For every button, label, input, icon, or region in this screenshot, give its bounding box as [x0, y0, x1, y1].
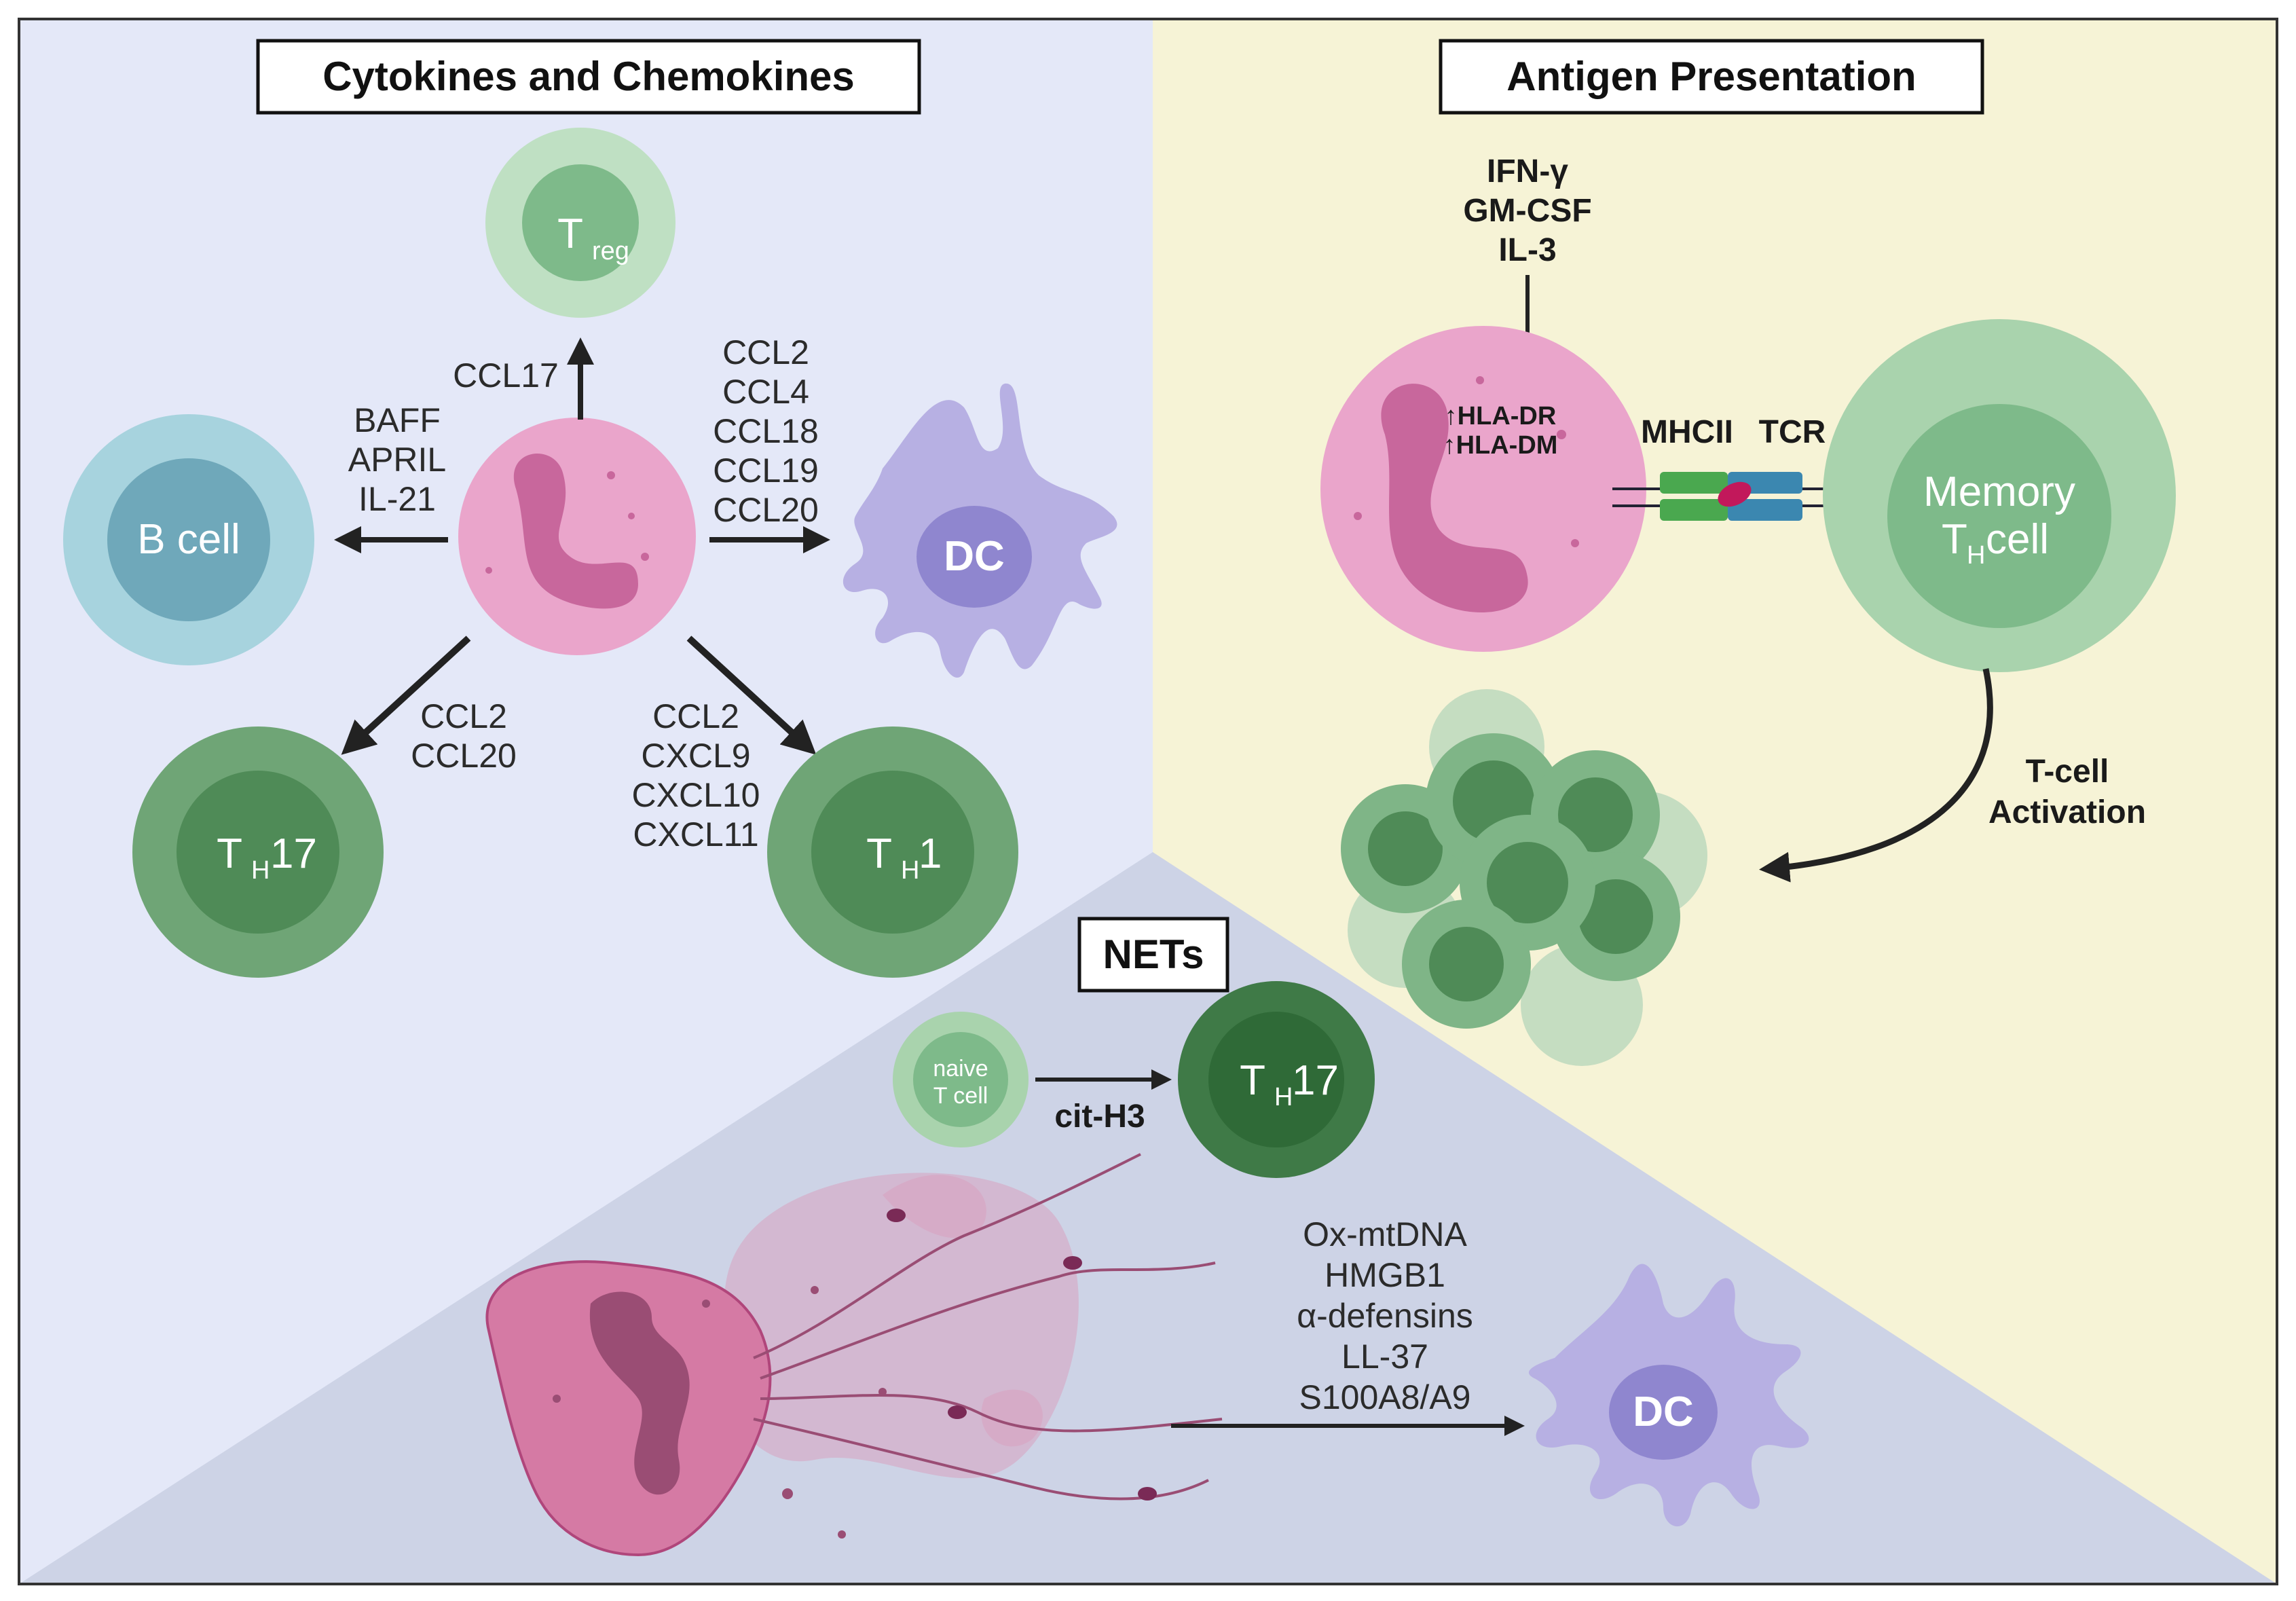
th17-nets-main: T: [1240, 1057, 1265, 1104]
activation-label-2: Activation: [1988, 794, 2146, 830]
mediator-ll37: LL-37: [1341, 1338, 1428, 1376]
netosis-neutrophil: [485, 1153, 1223, 1557]
memory-th-sub: H: [1967, 541, 1985, 570]
label-dc-ccl18: CCL18: [713, 412, 819, 450]
label-th1-cxcl9: CXCL9: [641, 737, 750, 775]
signal-il3: IL-3: [1498, 232, 1556, 268]
peptide: [1718, 481, 1752, 507]
treg-cell: T reg: [485, 128, 675, 318]
label-dc-ccl2: CCL2: [722, 333, 809, 371]
label-dc-signals: CCL2 CCL4 CCL18 CCL19 CCL20: [713, 333, 819, 529]
neutrophil-apc: [1320, 326, 1646, 652]
hla-dr: ↑HLA-DR: [1445, 402, 1557, 430]
activation-arrow: [1759, 668, 1993, 883]
mediator-hmgb1: HMGB1: [1325, 1256, 1445, 1294]
cytokines-title: Cytokines and Chemokines: [322, 54, 855, 99]
signal-ifn: IFN-γ: [1487, 153, 1568, 189]
antigen-title: Antigen Presentation: [1506, 54, 1916, 99]
naive-t-cell: naive T cell: [893, 1012, 1029, 1147]
label-dc-ccl20: CCL20: [713, 491, 819, 529]
activation-label-1: T-cell: [2026, 754, 2109, 790]
cit-h3-label: cit-H3: [1054, 1099, 1145, 1135]
memory-th-tail: cell: [1986, 516, 2049, 563]
treg-label: T: [557, 210, 583, 257]
mhc-tcr-complex: [1612, 472, 1884, 521]
th17-cell-nets: T H 17: [1178, 981, 1375, 1178]
th1-cell: T H 1: [767, 726, 1018, 978]
label-il21: IL-21: [358, 480, 436, 518]
signal-gmcsf: GM-CSF: [1463, 193, 1591, 229]
mediator-oxmtdna: Ox-mtDNA: [1303, 1215, 1467, 1253]
mediator-alpha-defensins: α-defensins: [1297, 1297, 1473, 1335]
th17-cell-left: T H 17: [132, 726, 384, 978]
mediator-s100a8a9: S100A8/A9: [1299, 1378, 1471, 1416]
mhcii-label: MHCII: [1641, 414, 1733, 450]
dc-cell-top: DC: [843, 383, 1117, 678]
antigen-signals: IFN-γ GM-CSF IL-3: [1463, 153, 1591, 268]
nets-title-box: NETs: [1077, 917, 1229, 993]
th17-left-tail: 17: [270, 830, 317, 877]
label-th1-ccl2: CCL2: [652, 697, 739, 735]
th1-sub: H: [901, 856, 919, 885]
naive-label-1: naive: [933, 1056, 988, 1082]
arrow-to-th17: [341, 636, 471, 755]
label-ccl17: CCL17: [453, 356, 559, 394]
neutrophil-center: [458, 418, 696, 655]
hla-dm: ↑HLA-DM: [1443, 431, 1558, 460]
th17-nets-tail: 17: [1292, 1057, 1339, 1104]
antigen-title-box: Antigen Presentation: [1439, 39, 1984, 115]
bcell-label: B cell: [137, 516, 240, 563]
label-dc-ccl4: CCL4: [722, 373, 809, 411]
dc-top-label: DC: [944, 533, 1005, 580]
th1-main: T: [866, 830, 892, 877]
th17-left-sub: H: [251, 856, 270, 885]
label-bcell-signals: BAFF APRIL IL-21: [348, 401, 447, 518]
memory-th-cell: Memory T H cell: [1823, 319, 2176, 672]
mhcii-beta: [1660, 499, 1728, 521]
memory-th-main: T: [1942, 516, 1967, 563]
label-dc-ccl19: CCL19: [713, 452, 819, 490]
cytokines-title-box: Cytokines and Chemokines: [256, 39, 921, 115]
label-th1-cxcl11: CXCL11: [633, 815, 758, 853]
label-th1-cxcl10: CXCL10: [632, 776, 760, 814]
label-baff: BAFF: [354, 401, 441, 439]
t-cell-cluster: [1341, 689, 1707, 1066]
label-th17-signals: CCL2 CCL20: [411, 697, 517, 775]
bcell: B cell: [63, 414, 314, 665]
mhcii-alpha: [1660, 472, 1728, 494]
figure-border: [18, 18, 2278, 1585]
label-th17-ccl20: CCL20: [411, 737, 517, 775]
treg-subscript: reg: [592, 237, 629, 265]
nets-title: NETs: [1103, 932, 1204, 977]
label-th1-signals: CCL2 CXCL9 CXCL10 CXCL11: [632, 697, 760, 853]
th1-tail: 1: [919, 830, 942, 877]
tcr-label: TCR: [1759, 414, 1826, 450]
memory-label: Memory: [1923, 468, 2075, 515]
label-th17-ccl2: CCL2: [420, 697, 507, 735]
th17-left-main: T: [217, 830, 242, 877]
dc-cell-bottom: DC: [1528, 1264, 1809, 1527]
th17-nets-sub: H: [1274, 1083, 1293, 1111]
dc-bottom-label: DC: [1633, 1388, 1694, 1435]
label-april: APRIL: [348, 441, 447, 479]
arrow-to-th1: [686, 636, 817, 755]
nets-mediators: Ox-mtDNA HMGB1 α-defensins LL-37 S100A8/…: [1297, 1215, 1473, 1416]
tcr-beta: [1728, 499, 1802, 521]
naive-label-2: T cell: [933, 1083, 988, 1109]
